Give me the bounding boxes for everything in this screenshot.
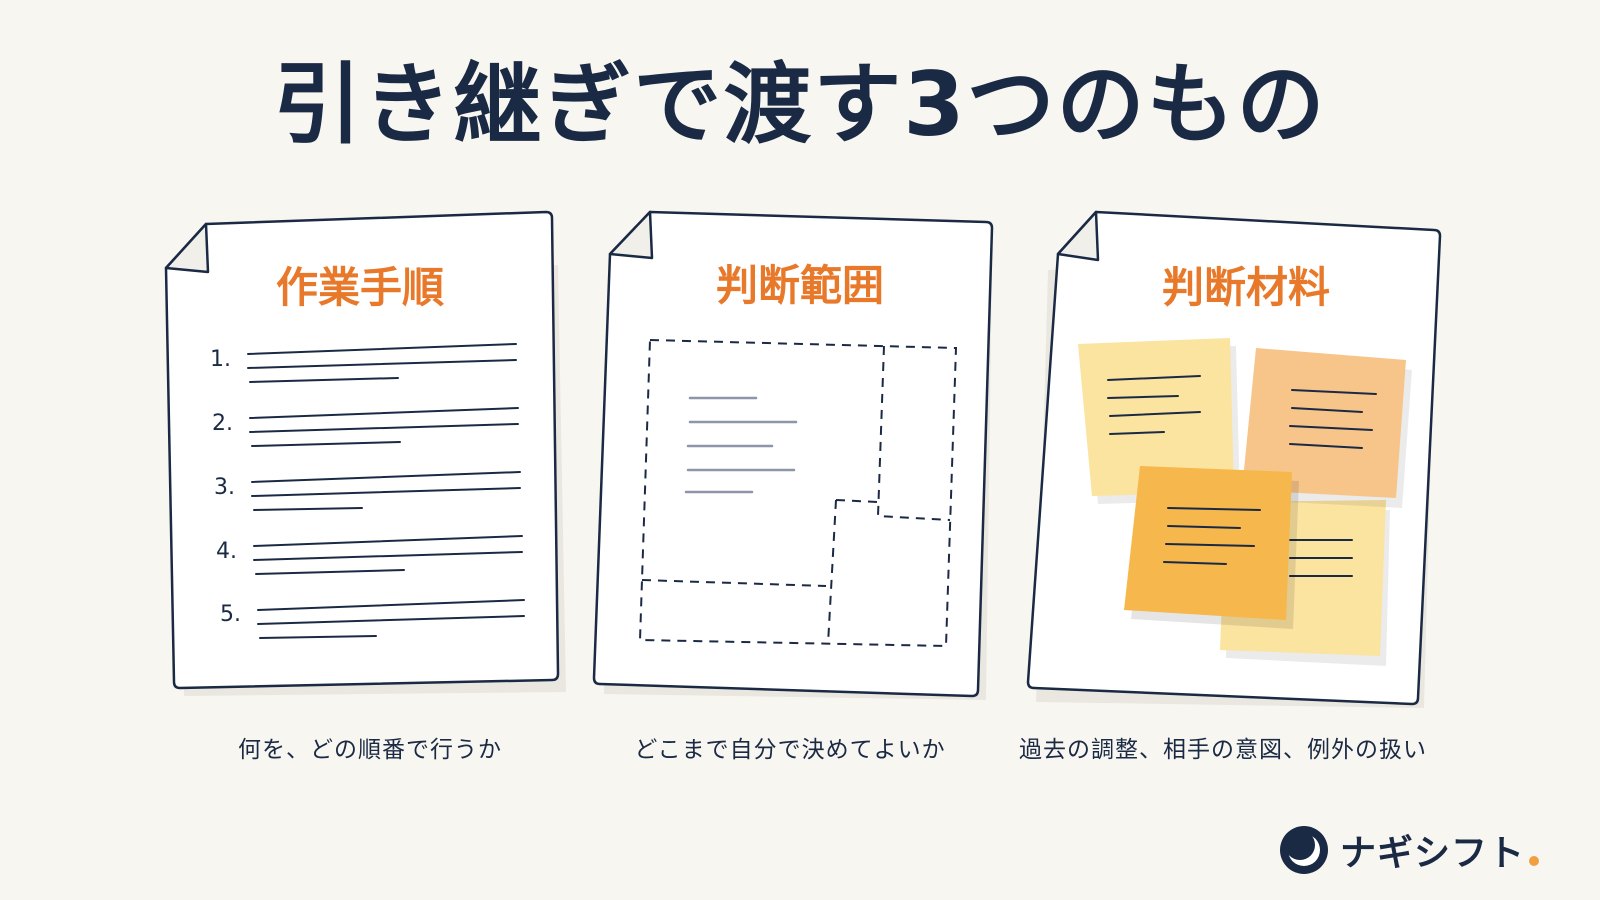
card-scope: 判断範囲 <box>592 210 994 700</box>
card-scope-heading: 判断範囲 <box>716 261 884 310</box>
sticky-note <box>1124 466 1299 629</box>
brand-logo: ナギシフト <box>1278 822 1540 878</box>
card-scope-caption: どこまで自分で決めてよいか <box>634 737 946 763</box>
list-number: 3. <box>214 475 235 500</box>
list-number: 5. <box>220 602 241 627</box>
card-materials-caption: 過去の調整、相手の意図、例外の扱い <box>1019 737 1427 763</box>
card-procedure-caption: 何を、どの順番で行うか <box>238 737 502 763</box>
brand-dot <box>1529 856 1540 866</box>
crescent-moon-icon <box>1280 826 1328 874</box>
list-number: 1. <box>210 347 231 372</box>
text-placeholder <box>684 396 798 494</box>
dashed-boundary <box>638 338 958 648</box>
sticky-note <box>1242 348 1412 508</box>
card-materials: 判断材料 <box>1026 210 1442 708</box>
card-procedure: 作業手順 1. 2. 3. 4. 5. <box>164 210 566 696</box>
sticky-note <box>1078 338 1240 504</box>
list-number: 4. <box>216 539 237 564</box>
brand-name: ナギシフト <box>1340 833 1526 874</box>
page-title: 引き継ぎで渡す3つのもの <box>273 53 1327 156</box>
numbered-list: 1. 2. 3. 4. 5. <box>210 343 525 639</box>
card-procedure-heading: 作業手順 <box>276 263 444 312</box>
card-materials-heading: 判断材料 <box>1162 263 1330 312</box>
list-number: 2. <box>212 411 233 436</box>
